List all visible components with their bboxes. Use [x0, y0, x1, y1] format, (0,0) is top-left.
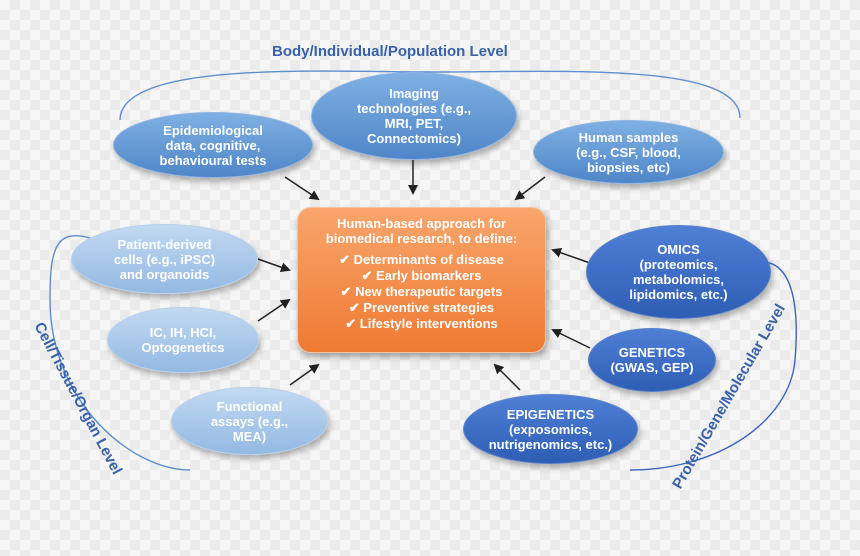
- node-epidemiological: Epidemiological data, cognitive, behavio…: [113, 112, 313, 178]
- arrow-epigenetics: [493, 363, 521, 391]
- checklist-item: Lifestyle interventions: [298, 316, 545, 332]
- arrow-human-samples: [514, 176, 546, 201]
- center-approach-box: Human-based approach for biomedical rese…: [297, 207, 546, 353]
- node-genetics: GENETICS (GWAS, GEP): [588, 328, 716, 392]
- right-group-bracket: [629, 261, 797, 471]
- checklist-item: Early biomarkers: [298, 268, 545, 284]
- center-title: Human-based approach for biomedical rese…: [325, 216, 518, 246]
- left-group-bracket: [49, 234, 191, 471]
- checklist-item: Preventive strategies: [298, 300, 545, 316]
- node-epigenetics: EPIGENETICS (exposomics, nutrigenomics, …: [463, 394, 638, 464]
- checklist-item: New therapeutic targets: [298, 284, 545, 300]
- arrow-patient-derived: [257, 258, 291, 273]
- node-ic-ih-hci: IC, IH, HCI, Optogenetics: [107, 307, 259, 373]
- checklist-item: Determinants of disease: [298, 252, 545, 268]
- node-omics-label: OMICS (proteomics, metabolomics, lipidom…: [629, 242, 728, 302]
- node-ic-ih-hci-label: IC, IH, HCI, Optogenetics: [141, 325, 225, 355]
- arrow-ic-ih-hci: [257, 298, 291, 322]
- node-patient-derived: Patient-derived cells (e.g., iPSC) and o…: [71, 224, 258, 294]
- node-imaging: Imaging technologies (e.g., MRI, PET, Co…: [311, 72, 517, 160]
- node-imaging-label: Imaging technologies (e.g., MRI, PET, Co…: [356, 86, 472, 146]
- top-level-label: Body/Individual/Population Level: [272, 43, 508, 60]
- node-human-samples: Human samples (e.g., CSF, blood, biopsie…: [533, 120, 724, 184]
- center-checklist: Determinants of disease Early biomarkers…: [298, 252, 545, 332]
- node-epidemiological-label: Epidemiological data, cognitive, behavio…: [159, 122, 267, 168]
- arrow-omics: [551, 247, 591, 264]
- arrow-functional: [289, 363, 320, 386]
- node-functional-label: Functional assays (e.g., MEA): [210, 398, 289, 444]
- node-genetics-label: GENETICS (GWAS, GEP): [610, 345, 694, 375]
- node-omics: OMICS (proteomics, metabolomics, lipidom…: [586, 225, 771, 319]
- node-epigenetics-label: EPIGENETICS (exposomics, nutrigenomics, …: [488, 406, 613, 452]
- node-patient-derived-label: Patient-derived cells (e.g., iPSC) and o…: [113, 236, 216, 282]
- arrow-genetics: [551, 329, 591, 349]
- arrow-epidemiological: [284, 176, 320, 201]
- node-human-samples-label: Human samples (e.g., CSF, blood, biopsie…: [576, 129, 681, 175]
- node-functional: Functional assays (e.g., MEA): [171, 387, 328, 455]
